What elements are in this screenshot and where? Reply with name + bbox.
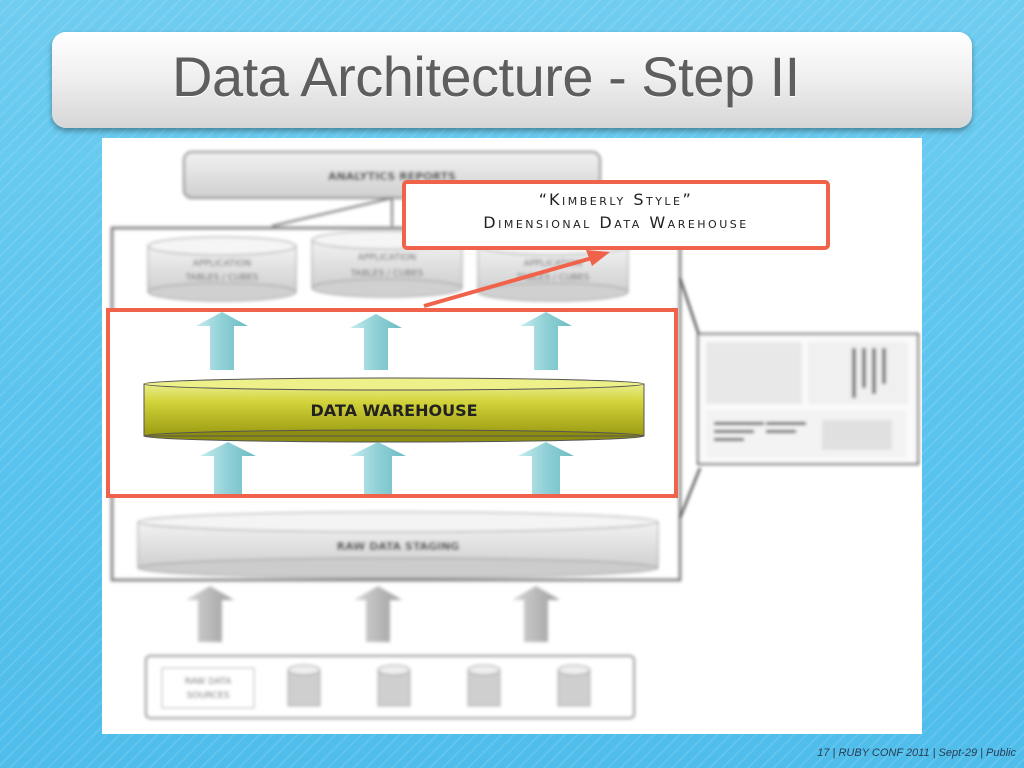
application-tables-label-line2: TABLES / CUBES [350, 269, 424, 279]
source-db-4 [557, 664, 591, 707]
title-bar: Data Architecture - Step II [52, 32, 972, 128]
teal-arrows-top [196, 312, 572, 370]
raw-data-staging-label: RAW DATA STAGING [337, 540, 460, 553]
teal-arrows-bottom [200, 442, 574, 494]
application-tables-label-line1: APPLICATION [193, 259, 251, 269]
raw-data-sources-box: RAW DATA SOURCES [145, 655, 635, 719]
slide-title: Data Architecture - Step II [172, 45, 800, 108]
callout-line1: “Kimberly Style” [538, 190, 694, 209]
source-db-2 [377, 664, 411, 707]
dashboard-thumbnail [679, 277, 919, 519]
application-cylinder-1: APPLICATION TABLES / CUBES [147, 236, 297, 302]
highlighted-data-warehouse-region: DATA WAREHOUSE [106, 308, 678, 498]
callout-line2: Dimensional Data Warehouse [483, 213, 749, 232]
raw-data-staging-cylinder: RAW DATA STAGING [137, 511, 659, 579]
raw-data-sources-line2: SOURCES [187, 691, 230, 701]
data-warehouse-cylinder: DATA WAREHOUSE [143, 377, 645, 443]
data-warehouse-label: DATA WAREHOUSE [310, 401, 477, 420]
source-db-3 [467, 664, 501, 707]
application-tables-label-line2: TABLES / CUBES [185, 273, 259, 283]
raw-data-sources-line1: RAW DATA [185, 677, 232, 687]
source-db-1 [287, 664, 321, 707]
callout-pointer-arrow [423, 250, 610, 308]
application-tables-label-line1: APPLICATION [358, 253, 416, 263]
slide-footer: 17 | RUBY CONF 2011 | Sept-29 | Public [817, 747, 1016, 759]
kimberly-style-callout: “Kimberly Style” Dimensional Data Wareho… [402, 180, 830, 250]
gray-up-arrows [186, 586, 560, 642]
highlight-frame-border [106, 308, 678, 498]
analytics-reports-label: ANALYTICS REPORTS [328, 170, 456, 183]
application-tables-label-line1: APPLICATION [524, 259, 582, 269]
application-tables-label-line2: TABLES / CUBES [516, 273, 590, 283]
